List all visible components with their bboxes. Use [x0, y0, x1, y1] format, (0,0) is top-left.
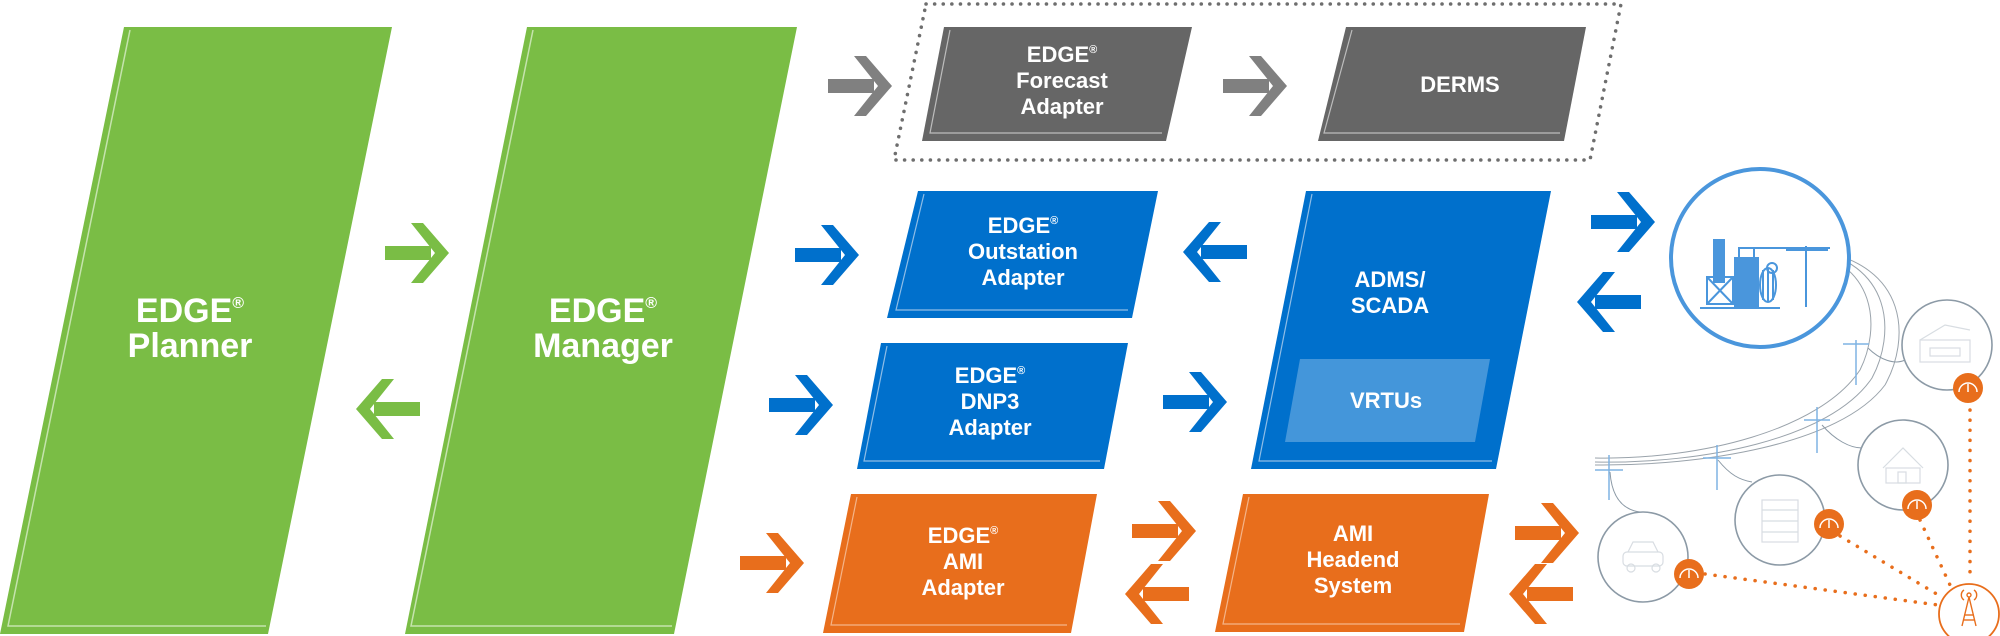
forecast-line1: EDGE® — [1027, 42, 1097, 67]
electric-vehicle-icon — [1622, 541, 1664, 573]
manager-title-line1: EDGE® — [549, 292, 657, 330]
house-circle — [1857, 419, 1949, 511]
grid-illustration — [1594, 167, 2000, 636]
arrow-headend-to-meters — [1515, 503, 1579, 563]
outstation-line3: Adapter — [981, 265, 1065, 290]
radio-tower-circle — [1938, 583, 2000, 636]
outstation-adapter-block: EDGE® Outstation Adapter — [887, 191, 1158, 318]
ami-headend-block: AMI Headend System — [1215, 494, 1489, 632]
manager-panel-outline — [410, 29, 672, 627]
edge-manager-block: EDGE® Manager — [405, 27, 797, 634]
dnp3-adapter-block: EDGE® DNP3 Adapter — [857, 343, 1128, 469]
arrow-grid-to-adms — [1577, 272, 1641, 332]
planner-panel — [0, 27, 392, 634]
ami-adapter-line2: AMI — [943, 549, 983, 574]
arrow-planner-to-manager — [385, 223, 449, 283]
arrow-adms-to-grid — [1591, 192, 1655, 252]
utility-poles — [1595, 340, 1869, 500]
forecast-adapter-panel — [922, 27, 1192, 141]
smart-meter-icon — [1902, 490, 1932, 520]
house-icon — [1882, 447, 1924, 484]
derms-block: DERMS — [1318, 27, 1586, 141]
radio-tower-icon — [1960, 589, 1978, 627]
smart-meter-icon — [1953, 373, 1983, 403]
commercial-building-circle — [1901, 299, 1993, 391]
smart-meter-icon — [1674, 559, 1704, 589]
derms-label: DERMS — [1420, 72, 1499, 97]
forecast-line2: Forecast — [1016, 68, 1108, 93]
forecast-adapter-block: EDGE® Forecast Adapter — [922, 27, 1192, 141]
dnp3-adapter-panel — [857, 343, 1128, 469]
arrow-forecast-to-derms — [1223, 56, 1287, 116]
apartment-building-circle — [1734, 474, 1826, 566]
dnp3-line3: Adapter — [948, 415, 1032, 440]
commercial-building-icon — [1919, 324, 1971, 363]
apartment-building-icon — [1761, 499, 1799, 543]
edge-planner-block: EDGE® Planner — [0, 27, 392, 634]
arrow-manager-to-forecast — [828, 56, 892, 116]
ami-headend-line3: System — [1314, 573, 1392, 598]
adms-line1: ADMS/ — [1355, 267, 1426, 292]
vrtus-panel — [1285, 359, 1490, 442]
ami-adapter-panel — [823, 494, 1097, 633]
arrow-manager-to-outstation — [795, 225, 859, 285]
vrtus-label: VRTUs — [1350, 388, 1422, 413]
manager-title-line2: Manager — [533, 327, 673, 365]
substation-circle — [1669, 167, 1851, 349]
outstation-line1: EDGE® — [988, 213, 1058, 238]
vrtus-block: VRTUs — [1285, 359, 1490, 442]
planner-panel-outline — [7, 29, 266, 627]
outstation-adapter-panel — [887, 191, 1158, 318]
arrow-dnp3-to-adms — [1163, 372, 1227, 432]
ami-adapter-line1: EDGE® — [928, 523, 998, 548]
dnp3-line1: EDGE® — [955, 363, 1025, 388]
ami-headend-panel — [1215, 494, 1489, 632]
arrow-manager-to-planner — [356, 379, 420, 439]
ev-circle — [1597, 511, 1689, 603]
substation-icon — [1700, 239, 1830, 309]
adms-scada-block: ADMS/ SCADA VRTUs — [1251, 191, 1551, 469]
dotted-group-border — [891, 2, 1624, 162]
arrow-ami-adapter-to-headend — [1132, 501, 1196, 561]
meter-comm-links — [1703, 408, 1972, 607]
derms-panel — [1318, 27, 1586, 141]
ami-headend-line1: AMI — [1333, 521, 1373, 546]
arrow-manager-to-dnp3 — [769, 375, 833, 435]
arrow-headend-to-ami-adapter — [1125, 564, 1189, 624]
arrow-meters-to-headend — [1509, 564, 1573, 624]
planner-title-line2: Planner — [128, 327, 253, 365]
outstation-line2: Outstation — [968, 239, 1078, 264]
ami-adapter-line3: Adapter — [921, 575, 1005, 600]
dnp3-line2: DNP3 — [961, 389, 1020, 414]
arrow-manager-to-ami-adapter — [740, 533, 804, 593]
arrow-adms-to-outstation — [1183, 222, 1247, 282]
smart-meter-icon — [1814, 509, 1844, 539]
ami-headend-line2: Headend — [1307, 547, 1400, 572]
planner-title-line1: EDGE® — [136, 292, 244, 330]
forecast-line3: Adapter — [1020, 94, 1104, 119]
adms-line2: SCADA — [1351, 293, 1429, 318]
ami-adapter-block: EDGE® AMI Adapter — [823, 494, 1097, 633]
